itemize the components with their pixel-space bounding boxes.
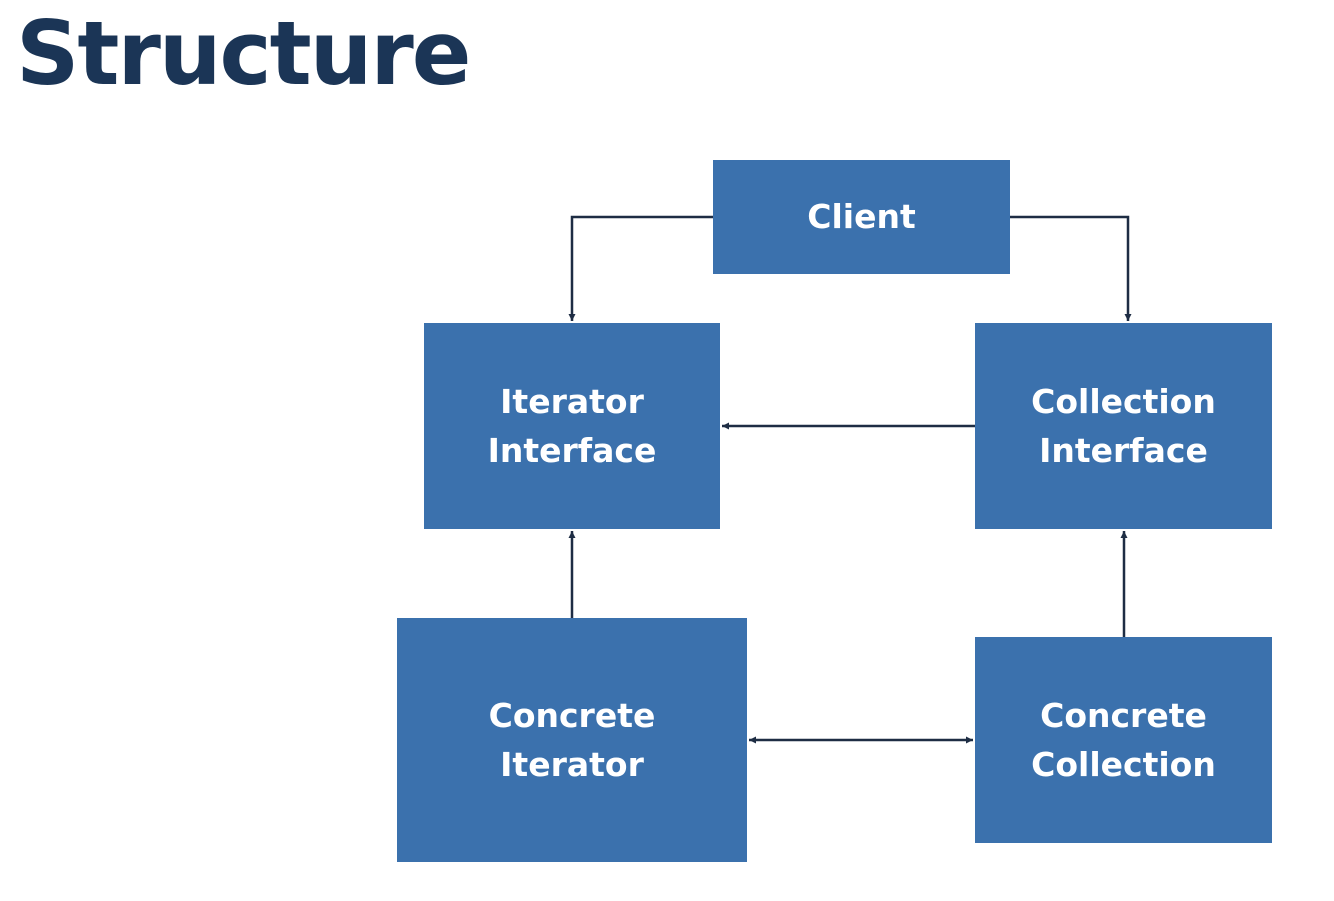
node-collection-interface: Collection Interface bbox=[975, 323, 1272, 529]
node-concrete-iterator-label-line-1: Concrete bbox=[488, 695, 656, 735]
node-collection-interface-label-line-1: Collection bbox=[1031, 381, 1216, 421]
node-concrete-collection-label-line-1: Concrete bbox=[1040, 695, 1207, 735]
edge-client-to-iterator-interface bbox=[568, 215, 713, 321]
node-concrete-collection-label-line-2: Collection bbox=[1031, 745, 1216, 784]
node-concrete-iterator-label-line-2: Iterator bbox=[500, 745, 644, 784]
node-iterator-interface: Iterator Interface bbox=[424, 323, 720, 529]
node-concrete-iterator: Concrete Iterator bbox=[397, 618, 747, 862]
node-iterator-interface-label-line-1: Iterator bbox=[500, 381, 644, 421]
node-collection-interface-label-line-2: Interface bbox=[1039, 431, 1208, 470]
node-client: Client bbox=[713, 160, 1010, 274]
node-concrete-collection: Concrete Collection bbox=[975, 637, 1272, 843]
node-client-label: Client bbox=[807, 197, 916, 237]
edge-client-to-collection-interface bbox=[1010, 215, 1132, 321]
page-title: Structure bbox=[16, 2, 471, 105]
node-iterator-interface-label-line-2: Interface bbox=[487, 431, 657, 470]
